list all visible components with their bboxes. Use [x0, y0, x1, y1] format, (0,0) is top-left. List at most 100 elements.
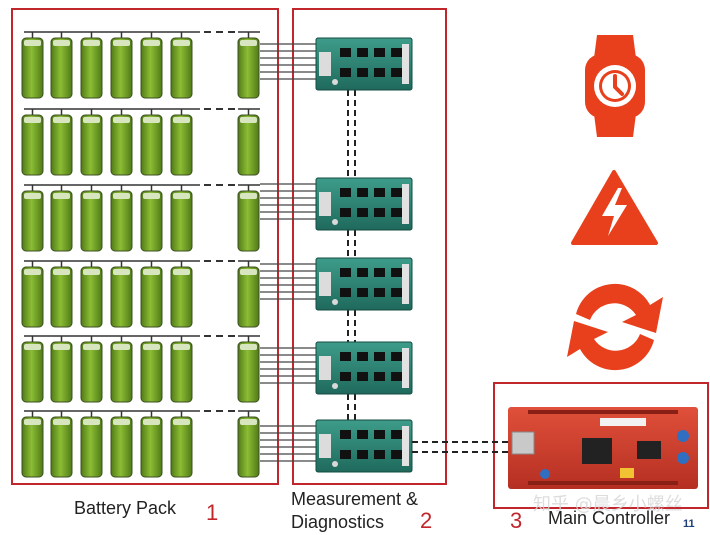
cell-cap: [240, 40, 257, 46]
battery-cell: [237, 114, 260, 176]
battery-cell: [80, 37, 103, 99]
measurement-board: [315, 257, 413, 311]
board-chip: [357, 372, 368, 381]
battery-pack-label: Battery Pack: [74, 498, 177, 518]
cell-cap: [173, 269, 190, 275]
board-chip: [357, 430, 368, 439]
board-chip: [391, 188, 402, 197]
cell-cap: [24, 344, 41, 350]
battery-cell: [50, 114, 73, 176]
board-chip: [340, 208, 351, 217]
battery-cell: [140, 37, 163, 99]
measurement-board: [315, 37, 413, 91]
cell-cap: [173, 40, 190, 46]
cell-cap: [113, 269, 130, 275]
measurement-boards: [315, 37, 413, 473]
board-header: [402, 184, 409, 224]
battery-cell: [140, 416, 163, 478]
battery-row: [21, 335, 260, 403]
battery-cell: [80, 266, 103, 328]
battery-cell: [21, 416, 44, 478]
board-chip: [357, 288, 368, 297]
board-connector: [319, 272, 331, 296]
battery-cell: [140, 266, 163, 328]
main-controller-label: Main Controller: [548, 508, 671, 528]
board-chip: [374, 288, 385, 297]
board-connector: [319, 434, 331, 458]
battery-cell: [237, 190, 260, 252]
watch-icon: [585, 35, 645, 137]
battery-cell: [50, 416, 73, 478]
board-chip: [374, 372, 385, 381]
measurement-board: [315, 341, 413, 395]
board-hole: [332, 79, 338, 85]
cell-cap: [24, 117, 41, 123]
measurement-frame: [292, 8, 447, 485]
cell-cap: [113, 419, 130, 425]
battery-row: [21, 108, 260, 176]
battery-cell: [80, 416, 103, 478]
battery-cell: [21, 114, 44, 176]
board-chip: [374, 188, 385, 197]
cell-cap: [173, 419, 190, 425]
measurement-label: Measurement &: [291, 489, 419, 509]
battery-cell: [50, 37, 73, 99]
board-chip: [391, 48, 402, 57]
battery-cell: [237, 416, 260, 478]
battery-cell: [140, 190, 163, 252]
board-chip: [391, 288, 402, 297]
board-chip: [340, 68, 351, 77]
board-chip: [340, 188, 351, 197]
cell-cap: [240, 193, 257, 199]
battery-cell: [110, 341, 133, 403]
battery-pack: [21, 31, 260, 478]
battery-cell: [170, 266, 193, 328]
board-chip: [357, 188, 368, 197]
board-chip: [374, 352, 385, 361]
cell-cap: [143, 193, 160, 199]
board-chip: [340, 288, 351, 297]
cell-cap: [53, 269, 70, 275]
battery-cell: [21, 341, 44, 403]
cell-cap: [24, 40, 41, 46]
board-connector: [319, 356, 331, 380]
board-chip: [357, 268, 368, 277]
battery-cell: [170, 341, 193, 403]
cell-cap: [83, 193, 100, 199]
board-chip: [391, 208, 402, 217]
battery-cell: [80, 114, 103, 176]
warning-lightning-icon: [571, 170, 658, 245]
cell-cap: [173, 193, 190, 199]
board-chip: [374, 48, 385, 57]
board-chip: [391, 430, 402, 439]
board-chip: [374, 208, 385, 217]
cell-cap: [53, 419, 70, 425]
harness-wires: [260, 43, 356, 462]
board-chip: [391, 352, 402, 361]
board-chip: [357, 208, 368, 217]
cell-cap: [143, 40, 160, 46]
cell-cap: [240, 117, 257, 123]
cell-cap: [113, 344, 130, 350]
cell-cap: [143, 344, 160, 350]
battery-cell: [237, 37, 260, 99]
battery-cell: [110, 37, 133, 99]
battery-row: [21, 31, 260, 99]
battery-cell: [80, 190, 103, 252]
board-chip: [357, 352, 368, 361]
section-number-3: 3: [510, 508, 523, 533]
main-controller-board: [508, 407, 698, 489]
battery-cell: [170, 416, 193, 478]
cell-cap: [240, 269, 257, 275]
battery-cell: [237, 341, 260, 403]
battery-row: [21, 260, 260, 328]
board-chip: [340, 48, 351, 57]
battery-cell: [237, 266, 260, 328]
board-header: [402, 44, 409, 84]
battery-cell: [21, 266, 44, 328]
cell-cap: [83, 344, 100, 350]
board-chip: [340, 430, 351, 439]
board-chip: [357, 48, 368, 57]
cell-cap: [173, 117, 190, 123]
